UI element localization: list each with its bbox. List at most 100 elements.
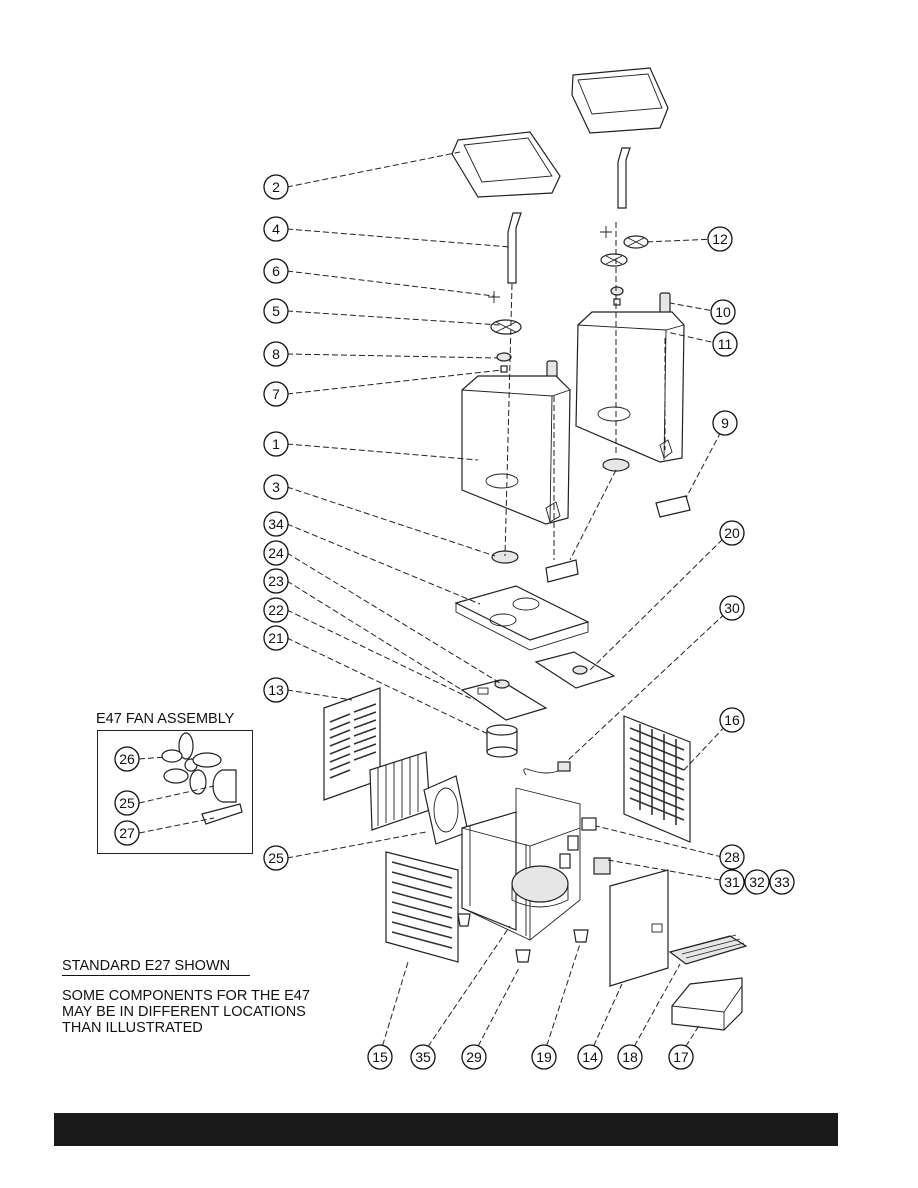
callout-20: 20 [719,520,745,546]
standard-shown-label: STANDARD E27 SHOWN [62,958,251,976]
svg-text:8: 8 [272,346,280,362]
foot-29 [515,949,531,963]
callout-16: 16 [719,707,745,733]
callout-22: 22 [263,597,289,623]
svg-text:6: 6 [272,263,280,279]
callout-17: 17 [668,1044,694,1070]
callout-2: 2 [263,174,289,200]
side-panel-left [323,687,381,801]
callout-30: 30 [719,595,745,621]
footer-bar [54,1113,838,1146]
svg-text:16: 16 [724,712,740,728]
svg-text:25: 25 [119,795,135,811]
note-line: THAN ILLUSTRATED [62,1020,203,1036]
callout-26: 26 [114,746,140,772]
svg-text:30: 30 [724,600,740,616]
control-relay [559,853,571,869]
svg-text:33: 33 [774,874,790,890]
svg-text:19: 19 [536,1049,552,1065]
callout-29: 29 [461,1044,487,1070]
fan-blade [161,732,222,795]
callout-19: 19 [531,1044,557,1070]
tube-left [507,212,522,284]
svg-text:13: 13 [268,682,284,698]
callout-32: 32 [744,869,770,895]
svg-text:24: 24 [268,545,284,561]
callout-24: 24 [263,540,289,566]
svg-text:29: 29 [466,1049,482,1065]
callout-15: 15 [367,1044,393,1070]
svg-text:14: 14 [582,1049,598,1065]
foot-19 [573,929,589,943]
callout-14: 14 [577,1044,603,1070]
callout-6: 6 [263,258,289,284]
foot-left [457,913,471,927]
note-line: SOME COMPONENTS FOR THE E47 [62,988,310,1004]
svg-text:4: 4 [272,221,280,237]
callout-4: 4 [263,216,289,242]
mount-plate-right [534,651,616,689]
callout-10: 10 [710,299,736,325]
svg-text:26: 26 [119,751,135,767]
callout-1: 1 [263,431,289,457]
fan-assembly-box [97,730,253,854]
svg-text:9: 9 [721,415,729,431]
svg-text:20: 20 [724,525,740,541]
switch-28 [581,817,597,831]
callout-13: 13 [263,677,289,703]
callout-9: 9 [712,410,738,436]
callout-5: 5 [263,298,289,324]
left-bowl-fittings [488,291,522,373]
callout-34: 34 [263,511,289,537]
callout-3: 3 [263,474,289,500]
svg-text:21: 21 [268,630,284,646]
svg-text:35: 35 [415,1049,431,1065]
svg-text:5: 5 [272,303,280,319]
callout-33: 33 [769,869,795,895]
svg-text:25: 25 [268,850,284,866]
callout-8: 8 [263,341,289,367]
svg-text:32: 32 [749,874,765,890]
callout-12: 12 [707,226,733,252]
locations-note: SOME COMPONENTS FOR THE E47 MAY BE IN DI… [62,988,322,1036]
callout-23: 23 [263,568,289,594]
lid-left [451,131,561,198]
bracket-left [545,559,579,583]
callout-25-fan: 25 [114,790,140,816]
callout-28: 28 [719,844,745,870]
svg-text:1: 1 [272,436,280,452]
splash-panel [609,869,669,987]
callout-35: 35 [410,1044,436,1070]
bracket-9 [655,495,691,518]
svg-text:27: 27 [119,825,135,841]
svg-text:22: 22 [268,602,284,618]
mount-plate-left [460,679,548,721]
frame [461,787,581,941]
bowl-right [575,311,685,463]
svg-text:31: 31 [724,874,740,890]
note-line: MAY BE IN DIFFERENT LOCATIONS [62,1004,306,1020]
callout-25: 25 [263,845,289,871]
compressor [511,865,569,908]
drip-tray-grid [668,934,748,965]
svg-text:12: 12 [712,231,728,247]
fan-bracket [201,803,243,825]
control-switch [567,835,579,851]
svg-text:18: 18 [622,1049,638,1065]
bowl-left [461,375,571,525]
callout-21: 21 [263,625,289,651]
gasket-left [491,550,519,564]
svg-text:7: 7 [272,386,280,402]
callout-7: 7 [263,381,289,407]
callout-31: 31 [719,869,745,895]
svg-text:28: 28 [724,849,740,865]
part-31-33 [593,857,611,875]
right-bowl-fittings [600,226,649,306]
svg-text:17: 17 [673,1049,689,1065]
plug [557,761,571,772]
callout-18: 18 [617,1044,643,1070]
callout-27: 27 [114,820,140,846]
base-plate [454,585,590,651]
lid-right [571,67,669,134]
